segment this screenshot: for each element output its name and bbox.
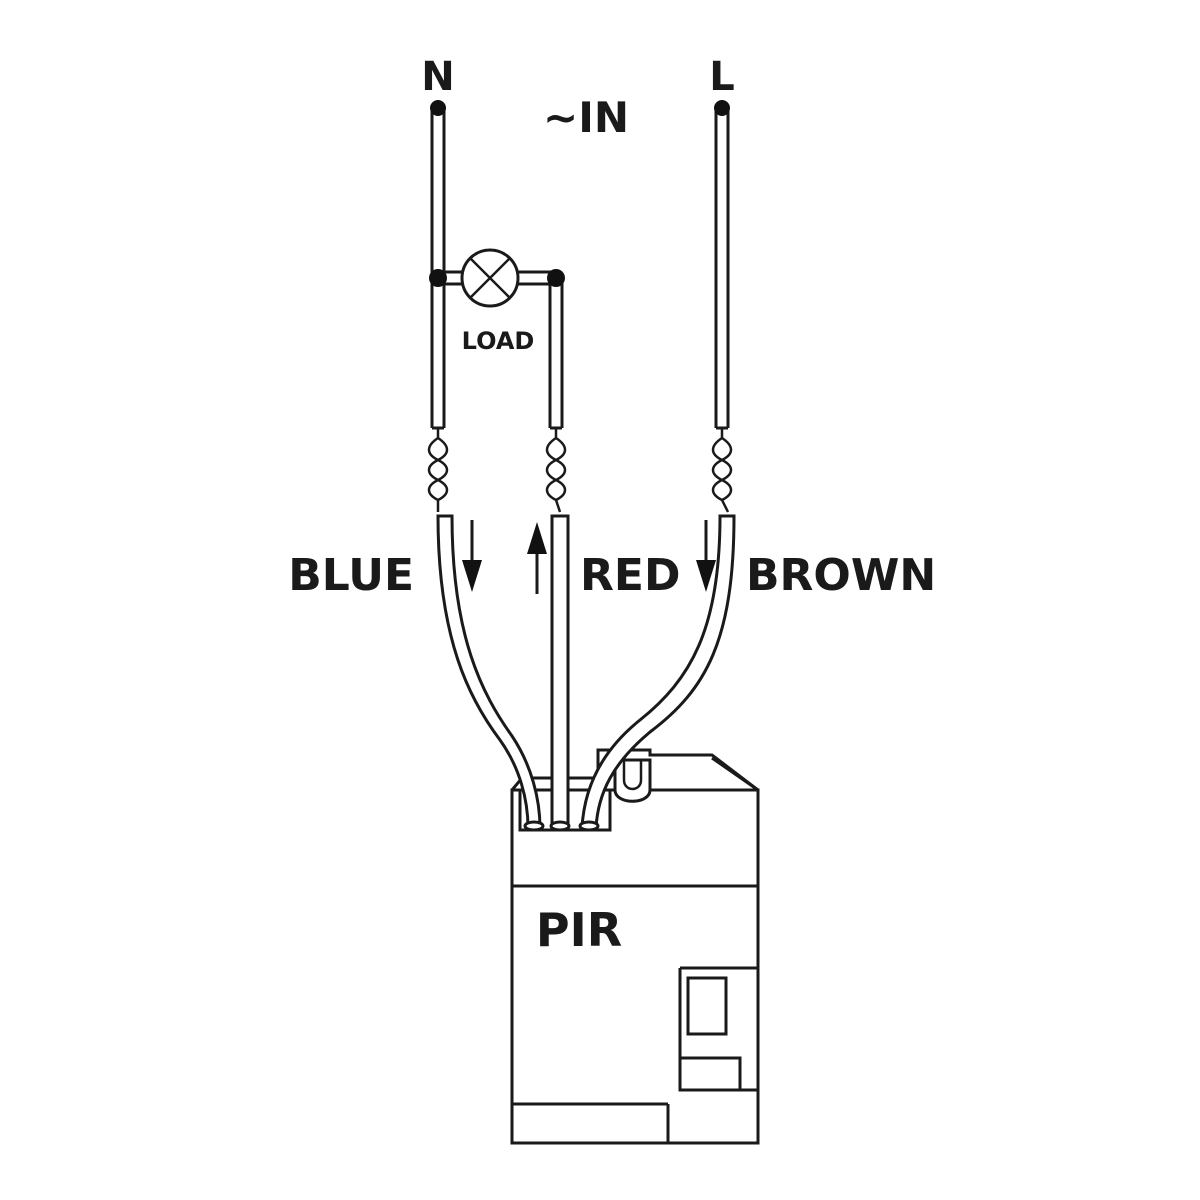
pir-device [510, 748, 760, 1145]
live-label: L [709, 54, 735, 100]
lamp-symbol-icon [460, 248, 520, 308]
blue-label: BLUE [288, 550, 414, 601]
arrow-up-icon [527, 522, 547, 594]
red-label: RED [580, 550, 680, 601]
blue-wire [436, 514, 542, 830]
load-junction [547, 269, 565, 287]
load-label: LOAD [462, 327, 535, 355]
brown-label: BROWN [746, 550, 936, 601]
device-label: PIR [536, 903, 622, 957]
neutral-wire [430, 100, 446, 430]
live-wire [714, 100, 730, 430]
red-wire [550, 514, 570, 830]
twisted-joint-brown [711, 428, 733, 513]
neutral-label: N [421, 54, 454, 100]
wire-ends [523, 820, 600, 832]
twisted-joint-blue [427, 428, 449, 512]
pir-switch [686, 976, 728, 1036]
arrow-down-icon [696, 520, 716, 592]
neutral-junction [429, 269, 447, 287]
cable-clamp [613, 758, 652, 803]
arrow-down-icon [462, 520, 482, 592]
twisted-joint-red [545, 428, 567, 513]
input-label: ~IN [543, 93, 629, 142]
neutral-terminal [430, 100, 446, 116]
live-terminal [714, 100, 730, 116]
